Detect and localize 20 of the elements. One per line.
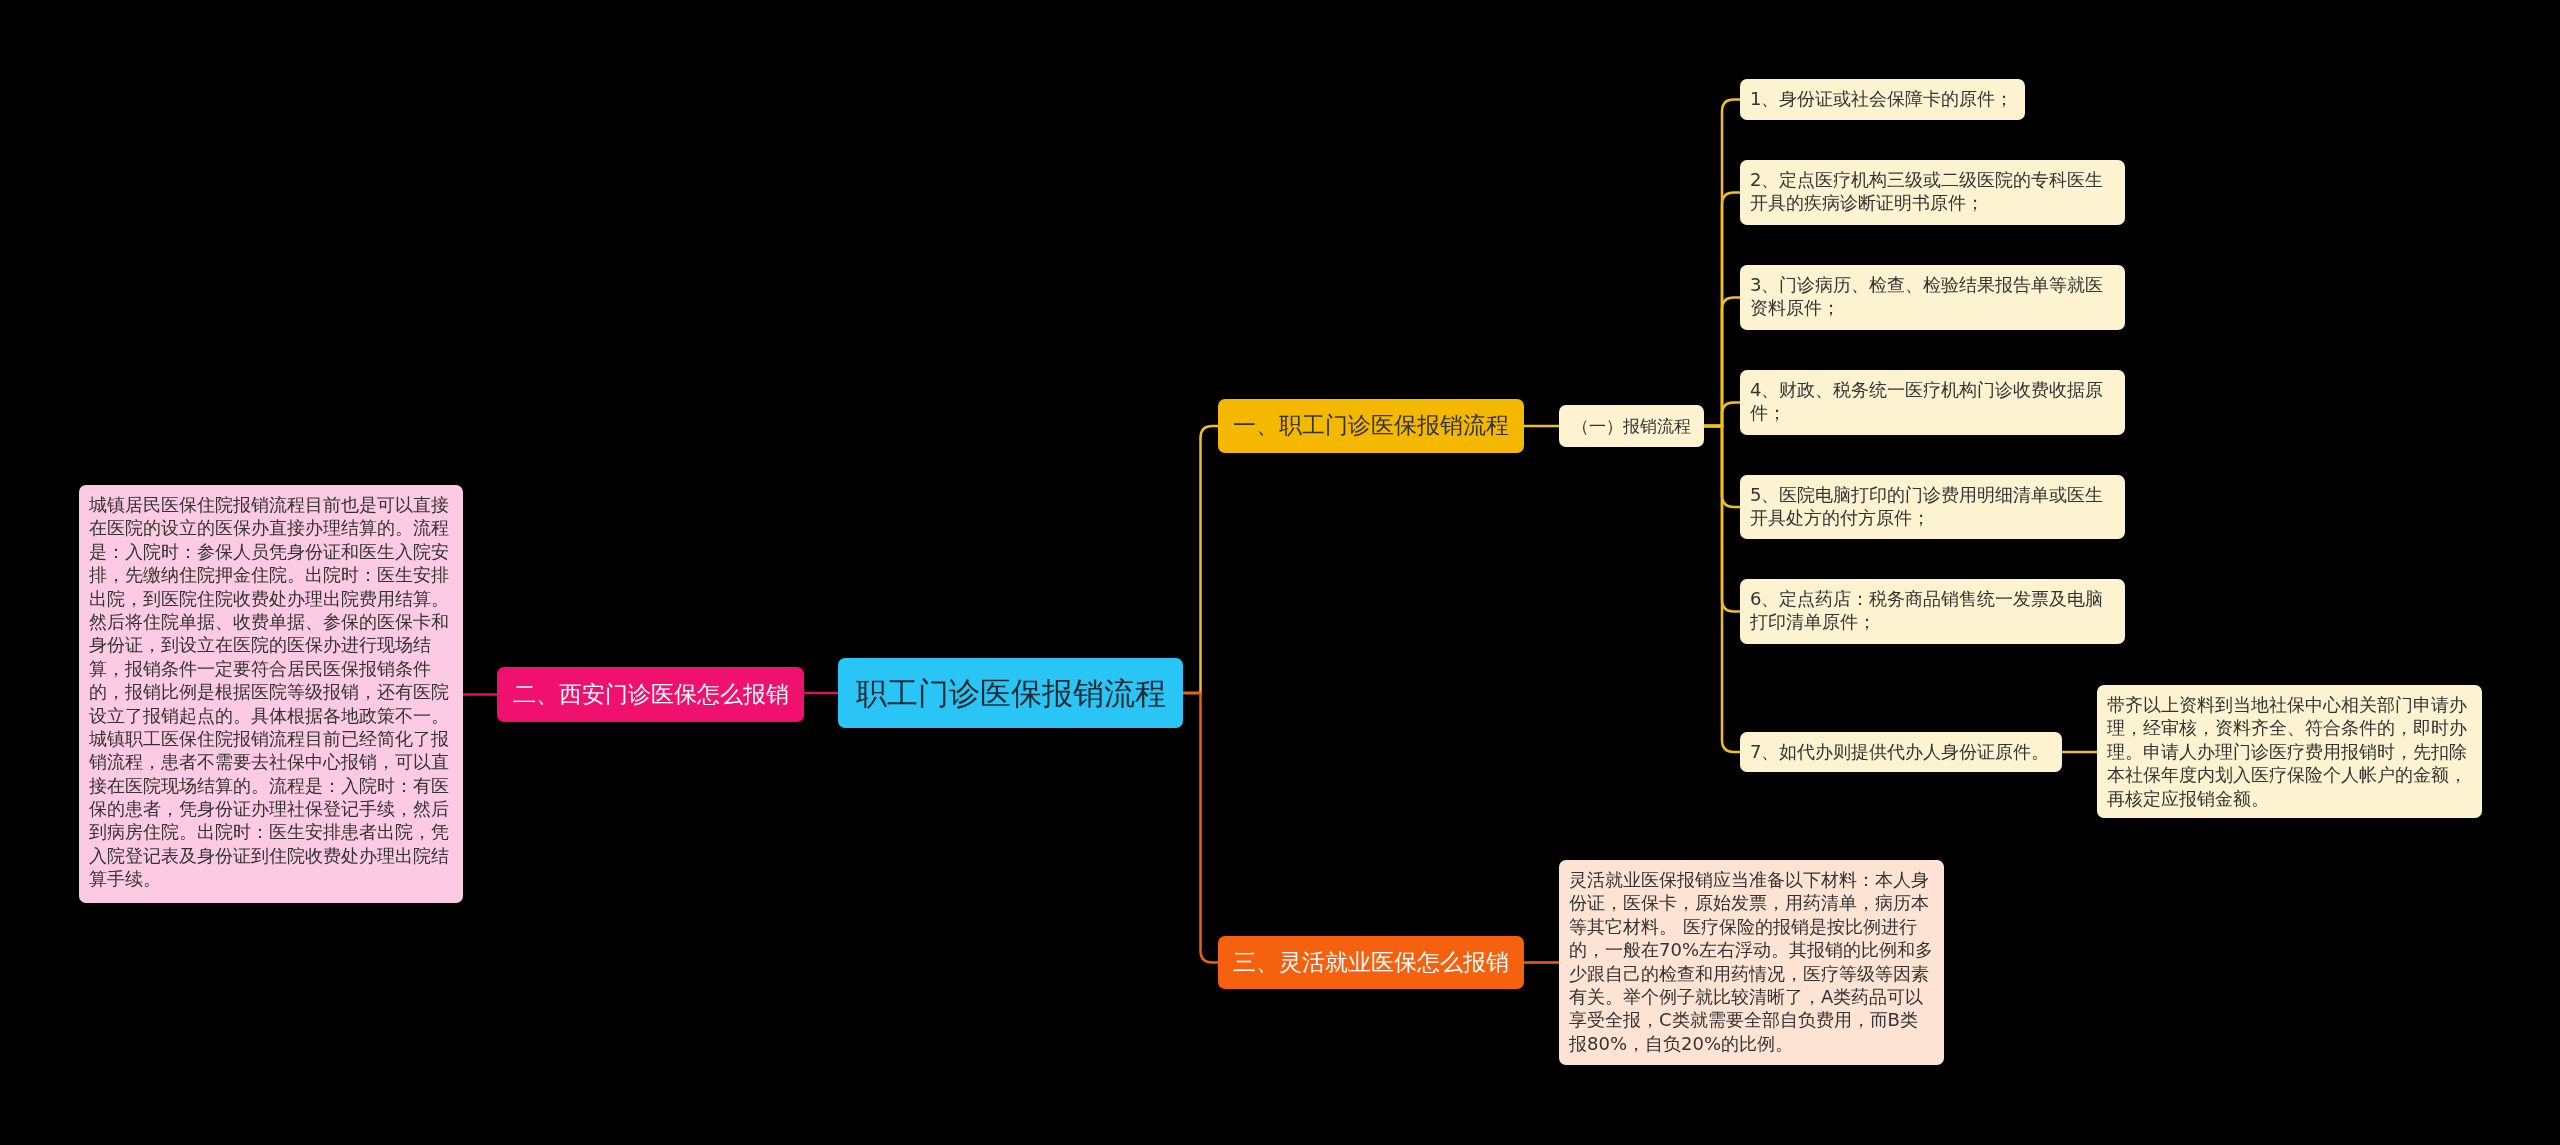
list-item-box: 4、财政、税务统一医疗机构门诊收费收据原件；	[1740, 370, 2125, 435]
connector-line	[463, 693, 497, 696]
connector-line	[1524, 961, 1559, 964]
connector-line	[804, 691, 838, 695]
branch-topic-box: 一、职工门诊医保报销流程	[1218, 399, 1524, 453]
branch-topic-box: 三、灵活就业医保怎么报销	[1218, 936, 1524, 989]
text-note-box: 城镇居民医保住院报销流程目前也是可以直接在医院的设立的医保办直接办理结算的。流程是：入院时：参保人员凭身份证和医生入院安排，先缴纳住院押金住院。出院时：医生安排出院，到医院住院收费处办理出院费用结算。然后将住院单据、收费单据、参保的医保卡和身份证，到设立在医院的医保办进行现场结算，报销条件一定要符合居民医保报销条件的，报销比例是根据医院等级报销，还有医院设立了报销起点的。具体根据各地政策不一。城镇职工医保住院报销流程目前已经简化了报销流程，患者不需要去社保中心报销，可以直接在医院现场结算的。流程是：入院时：有医保的患者，凭身份证办理社保登记手续，然后到病房住院。出院时：医生安排患者出院，凭入院登记表及身份证到住院收费处办理出院结算手续。	[79, 485, 463, 903]
central-topic-box: 职工门诊医保报销流程	[838, 658, 1183, 728]
list-item-box: 3、门诊病历、检查、检验结果报告单等就医资料原件；	[1740, 265, 2125, 330]
list-item-box: 5、医院电脑打印的门诊费用明细清单或医生开具处方的付方原件；	[1740, 475, 2125, 539]
text-note-box: 灵活就业医保报销应当准备以下材料：本人身份证，医保卡，原始发票，用药清单，病历本等其它材料。 医疗保险的报销是按比例进行的，一般在70%左右浮动。其报销的比例和多少跟自己的检查和用药情况，医疗等级等因素有关。举个例子就比较清晰了，A类药品可以享受全报，C类就需要全部自负费用，而B类报80%，自负20%的比例。	[1559, 860, 1944, 1065]
connector-line	[1524, 424, 1559, 428]
list-item-box: 7、如代办则提供代办人身份证原件。	[1740, 732, 2062, 772]
list-item-box: 2、定点医疗机构三级或二级医院的专科医生开具的疾病诊断证明书原件；	[1740, 160, 2125, 225]
list-item-box: 1、身份证或社会保障卡的原件；	[1740, 79, 2025, 120]
list-item-box: 6、定点药店：税务商品销售统一发票及电脑打印清单原件；	[1740, 579, 2125, 644]
text-note-box: 带齐以上资料到当地社保中心相关部门申请办理，经审核，资料齐全、符合条件的，即时办理。申请人办理门诊医疗费用报销时，先扣除本社保年度内划入医疗保险个人帐户的金额，再核定应报销金额。	[2097, 685, 2482, 818]
subtopic-box: （一）报销流程	[1559, 405, 1704, 447]
branch-topic-box: 二、西安门诊医保怎么报销	[497, 667, 804, 722]
connector-line	[2062, 750, 2097, 754]
